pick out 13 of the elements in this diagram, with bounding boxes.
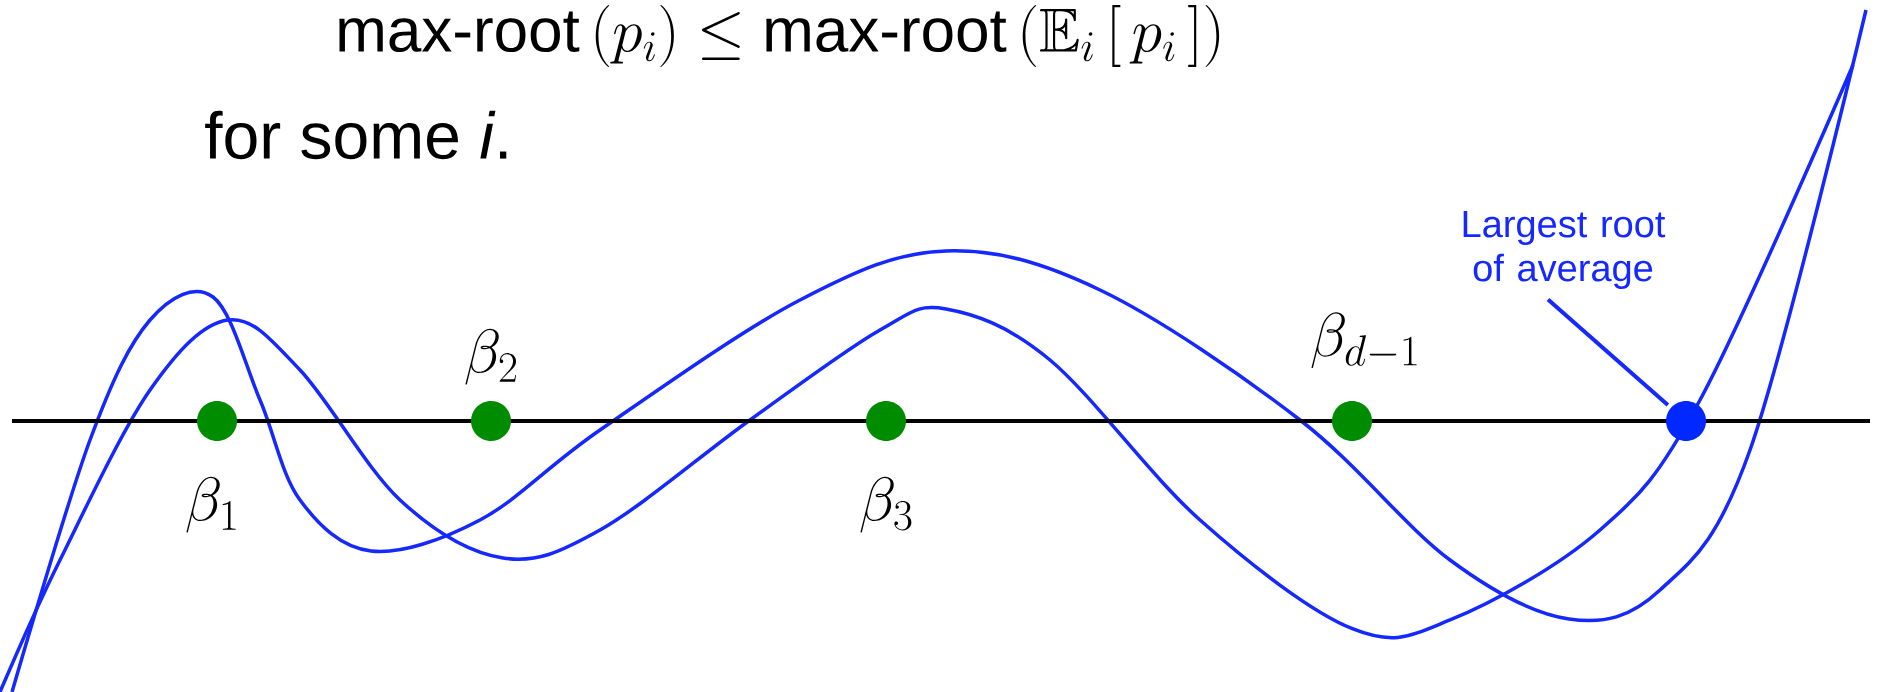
callout-text: Largest root of average (1463, 211, 1666, 289)
root-label: $\beta_2$ (465, 328, 517, 385)
root-dot (1666, 401, 1706, 441)
caption-text: for some i. (205, 110, 507, 160)
root-label: $\beta_3$ (860, 476, 912, 533)
root-label: $\beta_1$ (186, 476, 236, 533)
root-dot (197, 401, 237, 441)
leader-line (1546, 297, 1670, 407)
inequality-formula: $\mbox{max-root}\,(p_i) \le \mbox{max-root}\,(\mathbb{E}_i\,[\,p_i\,])$ (339, 5, 1220, 67)
root-dot (1332, 401, 1372, 441)
root-label: $\beta_{d-1}$ (1311, 312, 1417, 369)
root-dot (866, 401, 906, 441)
root-dot (471, 401, 511, 441)
